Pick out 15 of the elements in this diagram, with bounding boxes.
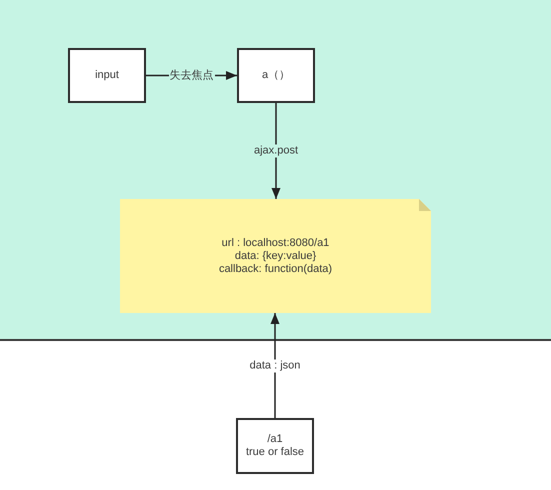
process-box: [236, 418, 314, 474]
note-text: callback: function(data): [218, 262, 332, 276]
edge-label: ajax.post: [252, 144, 300, 158]
box-label: true or false: [246, 446, 304, 459]
edge-label: data : json: [248, 359, 302, 372]
arrow: [270, 313, 280, 418]
box-label: /a1: [267, 433, 283, 446]
sticky-note: [120, 199, 431, 313]
edge-label: 失去焦点: [168, 69, 214, 82]
note-text: data: {key:value}: [234, 250, 316, 262]
process-box: [237, 48, 315, 103]
box-label: input: [95, 69, 119, 82]
process-box: [68, 48, 146, 103]
note-text: url : localhost:8080/a1: [222, 236, 330, 250]
box-label: a（）: [262, 69, 290, 82]
